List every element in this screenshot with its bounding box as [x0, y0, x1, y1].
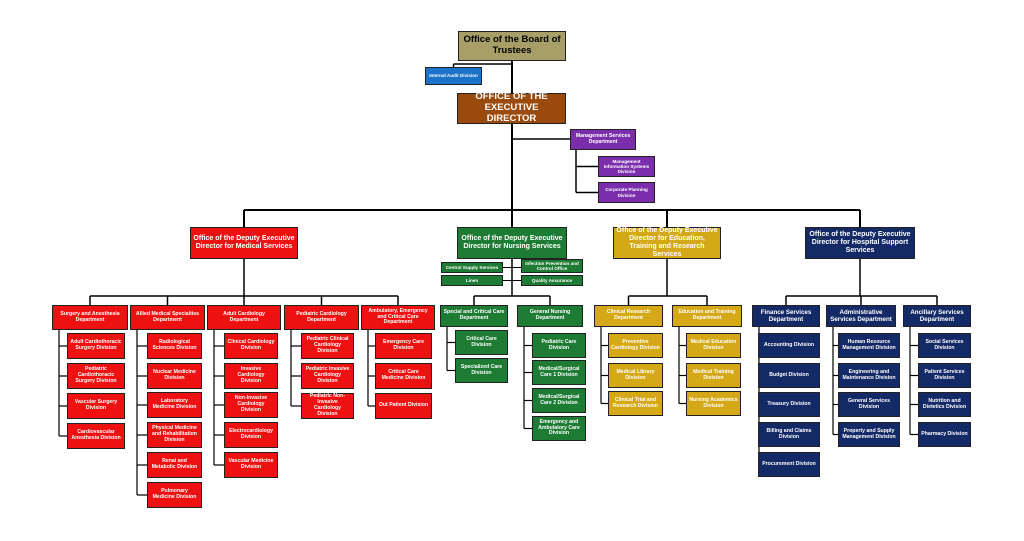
division-box: Medical/Surgical Care 1 Division: [532, 360, 586, 385]
division-box: Out Patient Division: [375, 393, 432, 419]
division-box: Pediatric Invasive Cardiology Division: [301, 363, 354, 389]
executive-director-box: OFFICE OF THE EXECUTIVE DIRECTOR: [457, 91, 566, 124]
division-box: Pediatric Clinical Cardiology Division: [301, 333, 354, 359]
internal-audit-box: Internal Audit Division: [425, 67, 482, 85]
management-services-box: Management Services Department: [570, 129, 636, 150]
deputy-nursing-box: Office of the Deputy Executive Director …: [457, 227, 567, 259]
division-box: Medical/Surgical Care 2 Division: [532, 388, 586, 413]
deputy-education-box: Office of the Deputy Executive Director …: [613, 227, 721, 259]
division-box: Electrocardiology Division: [224, 422, 278, 448]
division-box: Emergency Care Division: [375, 333, 432, 359]
deputy-support-box: Office of the Deputy Executive Director …: [805, 227, 915, 259]
division-box: Property and Supply Management Division: [838, 422, 900, 447]
department-box: Finance Services Department: [752, 305, 820, 327]
division-box: Medical Education Division: [686, 333, 741, 358]
division-box: Specialized Care Division: [455, 358, 508, 383]
division-box: Vascular Surgery Division: [67, 393, 125, 419]
division-box: Pediatric Care Division: [532, 333, 586, 358]
division-box: Treasury Division: [758, 392, 820, 417]
department-box: Adult Cardiology Department: [207, 305, 281, 330]
department-box: Special and Critical Care Department: [440, 305, 508, 327]
division-box: Pediatric Cardiothoracic Surgery Divisio…: [67, 363, 125, 389]
central-supply-box: Central Supply Services: [441, 262, 503, 273]
division-box: Nursing Academics Division: [686, 391, 741, 416]
division-box: Physical Medicine and Rehabilitation Div…: [147, 422, 202, 448]
division-box: Clinical Trial and Research Division: [608, 391, 663, 416]
deputy-medical-box: Office of the Deputy Executive Director …: [190, 227, 298, 259]
department-box: General Nursing Department: [517, 305, 583, 327]
division-box: General Services Division: [838, 392, 900, 417]
division-box: Preventive Cardiology Division: [608, 333, 663, 358]
department-box: Ancillary Services Department: [903, 305, 971, 327]
division-box: Patient Services Division: [918, 363, 971, 388]
division-box: Adult Cardiothoracic Surgery Division: [67, 333, 125, 359]
department-box: Education and Training Department: [672, 305, 742, 327]
department-box: Allied Medical Specialties Department: [130, 305, 205, 330]
division-box: Emergency and Ambulatory Care Division: [532, 416, 586, 441]
division-box: Social Services Division: [918, 333, 971, 358]
division-box: Procurement Division: [758, 452, 820, 477]
division-box: Critical Care Medicine Division: [375, 363, 432, 389]
infection-control-box: Infection Prevention and Control Office: [521, 259, 583, 273]
division-box: Non-Invasive Cardiology Division: [224, 392, 278, 418]
department-box: Administrative Services Department: [826, 305, 896, 327]
division-box: Pediatric Non-Invasive Cardiology Divisi…: [301, 393, 354, 419]
mis-division-box: Management Information Systems Division: [598, 156, 655, 177]
division-box: Vascular Medicine Division: [224, 452, 278, 478]
division-box: Cardiovascular Anesthesia Division: [67, 423, 125, 449]
department-box: Pediatric Cardiology Department: [284, 305, 359, 330]
division-box: Pulmonary Medicine Division: [147, 482, 202, 508]
division-box: Accounting Division: [758, 333, 820, 358]
division-box: Pharmacy Division: [918, 422, 971, 447]
corporate-planning-box: Corporate Planning Division: [598, 182, 655, 203]
board-of-trustees-box: Office of the Board of Trustees: [458, 31, 566, 61]
division-box: Critical Care Division: [455, 330, 508, 355]
division-box: Medical Training Division: [686, 363, 741, 388]
division-box: Billing and Claims Division: [758, 422, 820, 447]
division-box: Medical Library Division: [608, 363, 663, 388]
division-box: Human Resource Management Division: [838, 333, 900, 358]
division-box: Renal and Metabolic Division: [147, 452, 202, 478]
division-box: Radiological Sciences Division: [147, 333, 202, 359]
department-box: Surgery and Anesthesia Department: [52, 305, 128, 330]
division-box: Laboratory Medicine Division: [147, 392, 202, 418]
department-box: Clinical Research Department: [594, 305, 663, 327]
quality-assurance-box: Quality Assurance: [521, 275, 583, 286]
division-box: Engineering and Maintenance Division: [838, 363, 900, 388]
department-box: Ambulatory, Emergency and Critical Care …: [361, 305, 435, 330]
division-box: Budget Division: [758, 363, 820, 388]
division-box: Nutrition and Dietetics Division: [918, 392, 971, 417]
linen-box: Linen: [441, 275, 503, 286]
division-box: Clinical Cardiology Division: [224, 333, 278, 359]
division-box: Invasive Cardiology Division: [224, 363, 278, 389]
division-box: Nuclear Medicine Division: [147, 363, 202, 389]
